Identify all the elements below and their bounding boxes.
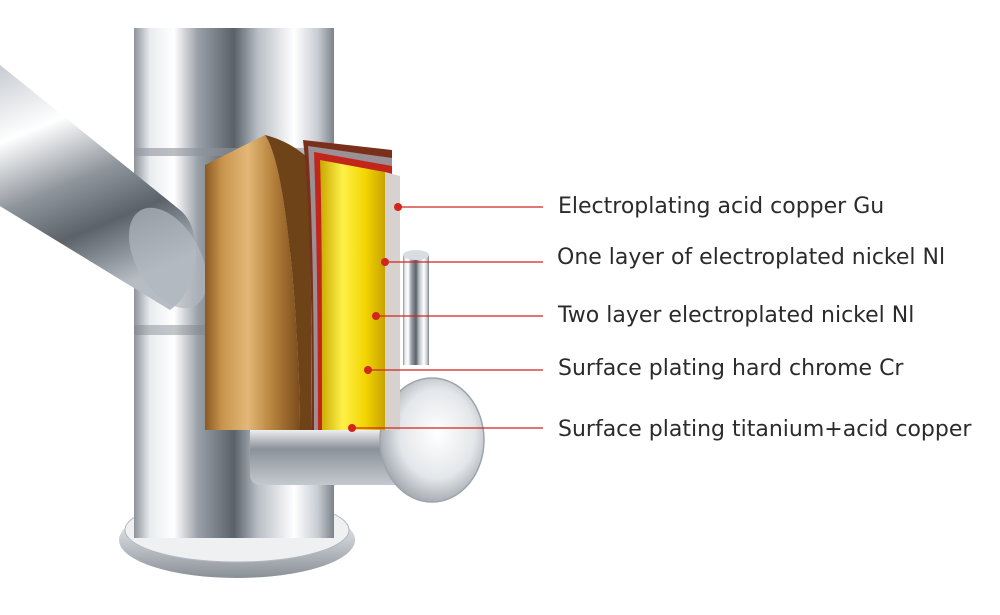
callout-label-nickel-one: One layer of electroplated nickel Nl (557, 245, 946, 270)
leader-acid-copper-dot (394, 203, 402, 211)
leader-titanium-copper-dot (348, 424, 356, 432)
cutaway-copper-layer (205, 135, 300, 430)
leader-nickel-one-dot (381, 258, 389, 266)
callout-label-nickel-two: Two layer electroplated nickel Nl (558, 303, 915, 328)
callout-label-titanium-copper: Surface plating titanium+acid copper (558, 417, 972, 442)
callout-label-acid-copper: Electroplating acid copper Gu (558, 194, 885, 219)
leader-nickel-two-dot (372, 312, 380, 320)
cutaway-gold-layer (320, 160, 385, 430)
side-pin (403, 255, 429, 365)
callout-label-hard-chrome: Surface plating hard chrome Cr (558, 356, 904, 381)
lever-knob (379, 377, 485, 503)
leader-hard-chrome-dot (364, 366, 372, 374)
